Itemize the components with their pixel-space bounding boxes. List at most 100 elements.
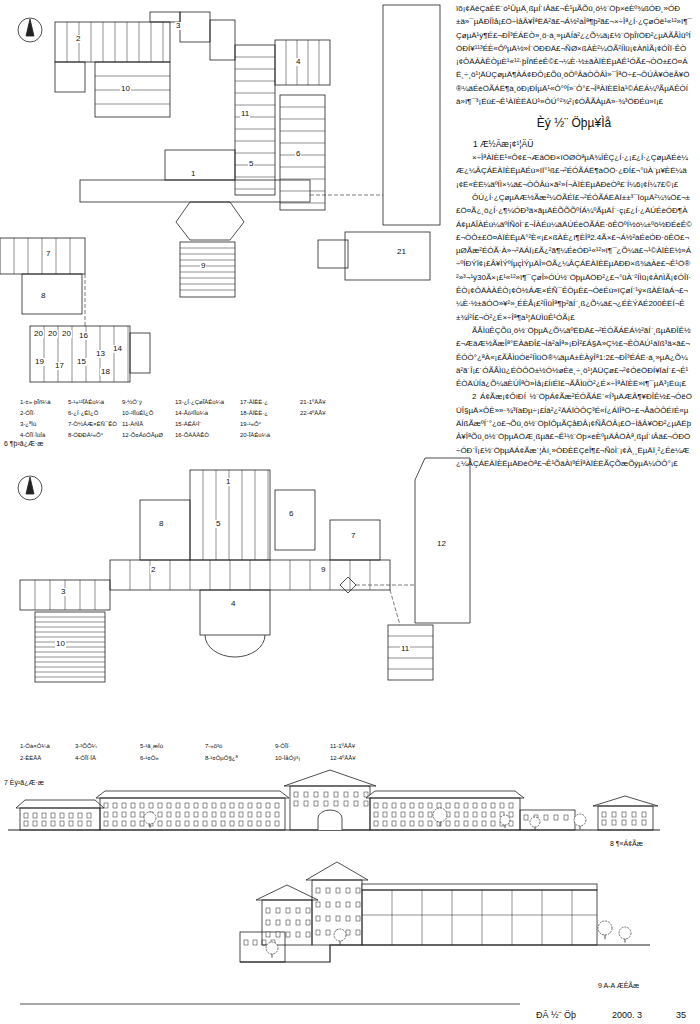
window — [356, 902, 360, 907]
window — [392, 812, 396, 817]
wall-outline — [30, 326, 130, 382]
legend-item: 11-ÀñÌÃ — [122, 421, 143, 427]
partition-wall — [235, 153, 275, 154]
window — [304, 792, 308, 797]
floor-line — [362, 915, 597, 916]
partition-wall — [50, 580, 51, 610]
figure-caption: 8 ¶«Á¢Ãæ — [610, 840, 643, 847]
partition-wall — [95, 580, 96, 610]
window — [275, 821, 279, 826]
window — [276, 908, 280, 913]
window — [324, 792, 328, 797]
partition-wall — [190, 560, 191, 590]
window — [491, 812, 495, 817]
east-elevation — [8, 770, 660, 830]
window — [266, 812, 270, 817]
legend-item: 18-ÀÏÈË·¿ — [240, 410, 268, 416]
partition-wall — [280, 167, 325, 168]
room-number: 1 — [190, 170, 196, 178]
corridor-outline — [80, 180, 310, 202]
roof-band — [362, 884, 597, 890]
window — [239, 821, 243, 826]
window — [51, 813, 55, 818]
partition-wall — [280, 203, 325, 204]
floor-plan — [0, 5, 440, 382]
partition-wall — [310, 560, 311, 590]
window — [392, 803, 396, 808]
window — [306, 908, 310, 913]
tree-symbol — [144, 812, 156, 824]
wall-outline — [330, 520, 380, 560]
room-number: 6 — [288, 510, 294, 518]
window — [500, 803, 504, 808]
window — [344, 801, 348, 806]
window — [294, 801, 298, 806]
window — [253, 940, 257, 945]
wall-outline — [55, 62, 85, 92]
partition-wall — [42, 238, 43, 274]
window — [455, 821, 459, 826]
wall-outline — [100, 798, 285, 830]
window — [316, 930, 320, 935]
wall-outline — [180, 242, 235, 297]
body-text: ÃÅÌüÊÇÕû¸ö½¨ÖþµÄ¿Õ¼äºËÐÄ£¬²ÉÓÃÁËÁ½²ãÍ¨¸ß… — [456, 324, 692, 390]
window — [383, 821, 387, 826]
window — [296, 908, 300, 913]
footer-rule — [20, 1004, 520, 1005]
tree-symbol — [334, 929, 346, 941]
window — [33, 813, 37, 818]
room-number: 20 — [33, 330, 44, 338]
partition-wall — [35, 662, 105, 663]
window — [239, 803, 243, 808]
window — [140, 812, 144, 817]
window — [239, 812, 243, 817]
window — [356, 930, 360, 935]
wall-outline — [520, 810, 575, 830]
wall-outline — [370, 798, 520, 830]
room-number: 17 — [54, 362, 65, 370]
room-number: 14 — [112, 345, 123, 353]
room-number: 11 — [400, 645, 410, 653]
corridor-outline — [110, 560, 390, 590]
window — [306, 920, 310, 925]
legend-item: 3-¿ªÌü — [20, 421, 36, 427]
sub-heading: 1 Æ½Ãæ¡¢¹¦ÄÜ — [456, 138, 692, 151]
partition-wall — [103, 22, 104, 62]
window — [344, 792, 348, 797]
figure-caption: 7 Èý²ã¿Æ·æ — [4, 779, 44, 786]
wall-outline — [598, 806, 653, 830]
window — [276, 920, 280, 925]
legend-item: 6-¹¤Ò» — [140, 755, 159, 761]
column-line — [542, 890, 543, 945]
window — [203, 803, 207, 808]
column-line — [422, 890, 423, 945]
tree-symbol — [266, 942, 278, 954]
window — [257, 812, 261, 817]
window — [230, 803, 234, 808]
room-number: 16 — [78, 332, 89, 340]
window — [212, 821, 216, 826]
window — [104, 803, 108, 808]
window — [419, 821, 423, 826]
window — [354, 801, 358, 806]
window — [42, 821, 46, 826]
roof-outline — [284, 770, 376, 786]
room-number: 2 — [75, 35, 81, 43]
roof-outline — [306, 862, 368, 880]
window — [176, 803, 180, 808]
window — [491, 821, 495, 826]
legend-item: 11-1ºÅÂ¥ — [330, 743, 355, 749]
room-number: 8 — [40, 292, 46, 300]
partition-wall — [35, 580, 36, 610]
wall-outline — [140, 500, 190, 560]
wall-outline — [20, 580, 110, 610]
legend-item: 9-ÓÎÏ· — [275, 743, 290, 749]
room-number: 3 — [60, 588, 66, 596]
window — [612, 812, 616, 817]
window — [167, 821, 171, 826]
column-line — [572, 890, 573, 945]
partition-wall — [308, 40, 309, 85]
window — [296, 932, 300, 937]
window — [158, 803, 162, 808]
window — [230, 821, 234, 826]
